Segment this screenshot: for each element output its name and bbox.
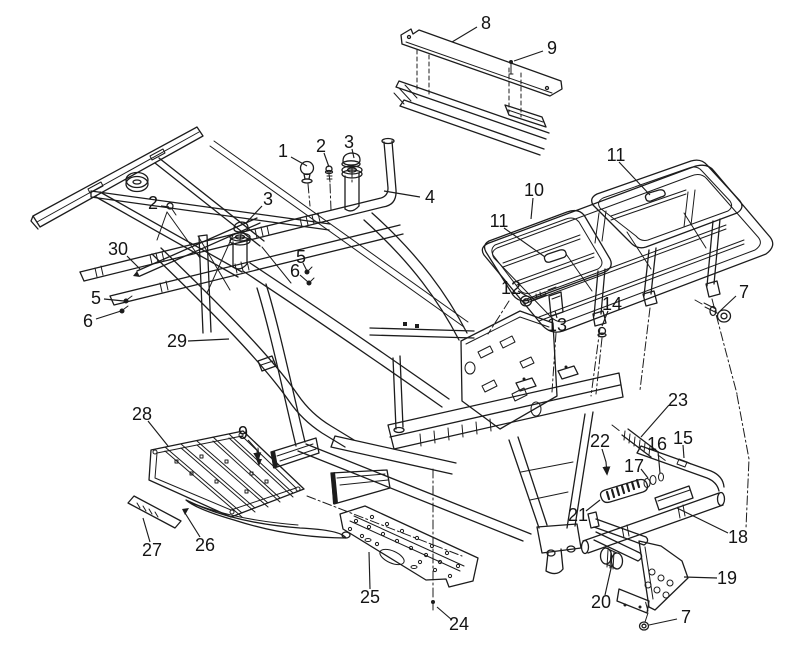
leader-line-30 bbox=[126, 255, 141, 270]
leader-line-13 bbox=[554, 310, 558, 319]
leader-line-22 bbox=[601, 448, 611, 476]
leader-line-28 bbox=[147, 420, 169, 447]
part-label-24: 24 bbox=[449, 614, 469, 634]
leader-line-6 bbox=[95, 310, 122, 320]
part-label-3: 3 bbox=[263, 189, 273, 209]
part-label-21: 21 bbox=[568, 505, 588, 525]
front-frame-tubes bbox=[90, 140, 469, 334]
leader-line-26 bbox=[184, 512, 201, 538]
leader-line-5 bbox=[103, 298, 125, 302]
part-label-2: 2 bbox=[316, 136, 326, 156]
part-label-5: 5 bbox=[296, 247, 306, 267]
footrest-rail bbox=[182, 499, 351, 539]
leader-line-15 bbox=[682, 444, 685, 459]
leader-line-20 bbox=[604, 563, 613, 596]
rear-rack bbox=[481, 159, 774, 397]
part-label-5: 5 bbox=[91, 288, 101, 308]
part-label-26: 26 bbox=[195, 535, 215, 555]
clips bbox=[119, 266, 315, 314]
part-label-7: 7 bbox=[681, 607, 691, 627]
leader-line-3 bbox=[245, 205, 263, 224]
part-label-11: 11 bbox=[607, 145, 626, 165]
leader-line-2 bbox=[323, 152, 330, 168]
leader-line-2 bbox=[160, 205, 170, 208]
leader-line-1 bbox=[290, 156, 308, 167]
leader-line-5 bbox=[302, 262, 308, 272]
leader-line-4 bbox=[383, 190, 421, 198]
part-label-13: 13 bbox=[547, 315, 567, 335]
leader-line-24 bbox=[436, 606, 453, 621]
part-label-2: 2 bbox=[148, 193, 158, 213]
leader-line-25 bbox=[368, 551, 371, 590]
leader-line-7 bbox=[648, 618, 678, 626]
leader-line-11 bbox=[618, 161, 651, 196]
front-lower-bar bbox=[127, 495, 182, 529]
leader-line-19 bbox=[683, 576, 718, 579]
skid-plate bbox=[339, 468, 479, 611]
leader-line-17 bbox=[640, 468, 649, 479]
leader-line-23 bbox=[640, 404, 670, 438]
part-label-6: 6 bbox=[290, 261, 300, 281]
part-label-10: 10 bbox=[524, 180, 544, 200]
seat-plate-assembly bbox=[393, 28, 563, 156]
part-label-19: 19 bbox=[717, 568, 737, 588]
leader-line-11 bbox=[503, 227, 546, 258]
part-label-8: 8 bbox=[481, 13, 491, 33]
leader-line-27 bbox=[142, 517, 151, 543]
leader-line-10 bbox=[530, 197, 534, 220]
part-label-27: 27 bbox=[142, 540, 162, 560]
part-label-12: 12 bbox=[501, 278, 521, 298]
leader-line-18 bbox=[676, 507, 729, 534]
part-label-9: 9 bbox=[238, 423, 248, 443]
part-label-25: 25 bbox=[360, 587, 380, 607]
leader-line-12 bbox=[517, 290, 528, 297]
leader-line-6 bbox=[299, 274, 309, 283]
part-label-29: 29 bbox=[167, 331, 187, 351]
part-label-22: 22 bbox=[590, 431, 610, 451]
part-label-30: 30 bbox=[108, 239, 128, 259]
front-bumper-bar bbox=[30, 126, 204, 230]
part-label-7: 7 bbox=[739, 282, 749, 302]
part-label-4: 4 bbox=[425, 187, 435, 207]
part-label-9: 9 bbox=[547, 38, 557, 58]
part-label-3: 3 bbox=[344, 132, 354, 152]
rear-frame bbox=[151, 212, 624, 575]
leader-line-16 bbox=[657, 450, 661, 474]
leader-line-21 bbox=[585, 499, 601, 512]
leader-line-29 bbox=[187, 338, 230, 342]
leader-line-14 bbox=[601, 310, 609, 327]
part-label-18: 18 bbox=[728, 527, 748, 547]
rear-bumper-assembly bbox=[580, 394, 750, 631]
footrest-plate bbox=[148, 430, 463, 557]
part-label-1: 1 bbox=[278, 141, 288, 161]
part-label-6: 6 bbox=[83, 311, 93, 331]
leader-line-3 bbox=[351, 148, 355, 159]
leader-line-8 bbox=[451, 26, 478, 43]
leader-line-9 bbox=[513, 50, 544, 62]
leader-line-9 bbox=[247, 439, 262, 462]
part-label-28: 28 bbox=[132, 404, 152, 424]
part-label-16: 16 bbox=[647, 434, 667, 454]
part-label-17: 17 bbox=[624, 456, 644, 476]
part-label-20: 20 bbox=[591, 592, 611, 612]
part-label-14: 14 bbox=[602, 294, 622, 314]
part-label-11: 11 bbox=[490, 211, 509, 231]
part-label-23: 23 bbox=[668, 390, 688, 410]
part-label-15: 15 bbox=[673, 428, 693, 448]
crossbar-assembly bbox=[79, 137, 404, 306]
leader-line-7 bbox=[719, 295, 737, 312]
